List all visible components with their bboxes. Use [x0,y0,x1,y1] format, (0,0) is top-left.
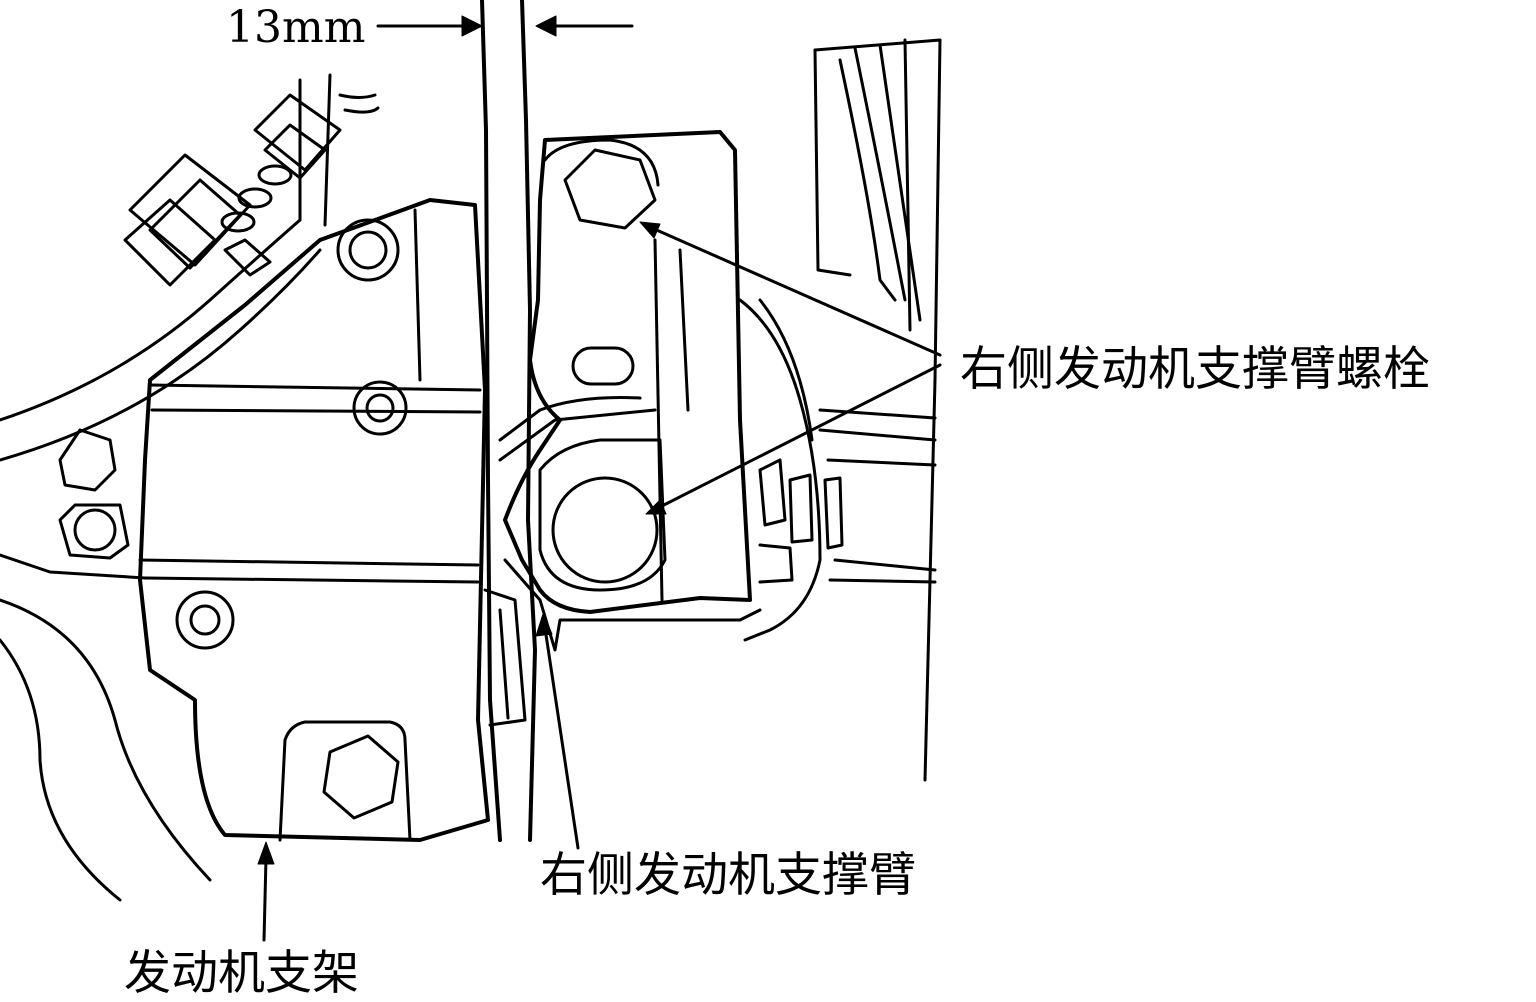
engine-bracket-label: 发动机支架 [124,946,359,1001]
dimension-arrows [376,15,634,37]
dimension-label: 13mm [226,2,366,53]
support-arm-label: 右侧发动机支撑臂 [540,848,916,903]
engine-support-arm [483,130,762,727]
engine-body [738,38,942,782]
leader-arrows [257,221,942,942]
engine-mount-bracket [0,198,490,902]
support-arm-bolts-label: 右侧发动机支撑臂螺栓 [960,342,1430,397]
wiring-harness [0,73,380,462]
reference-lines [480,0,537,842]
